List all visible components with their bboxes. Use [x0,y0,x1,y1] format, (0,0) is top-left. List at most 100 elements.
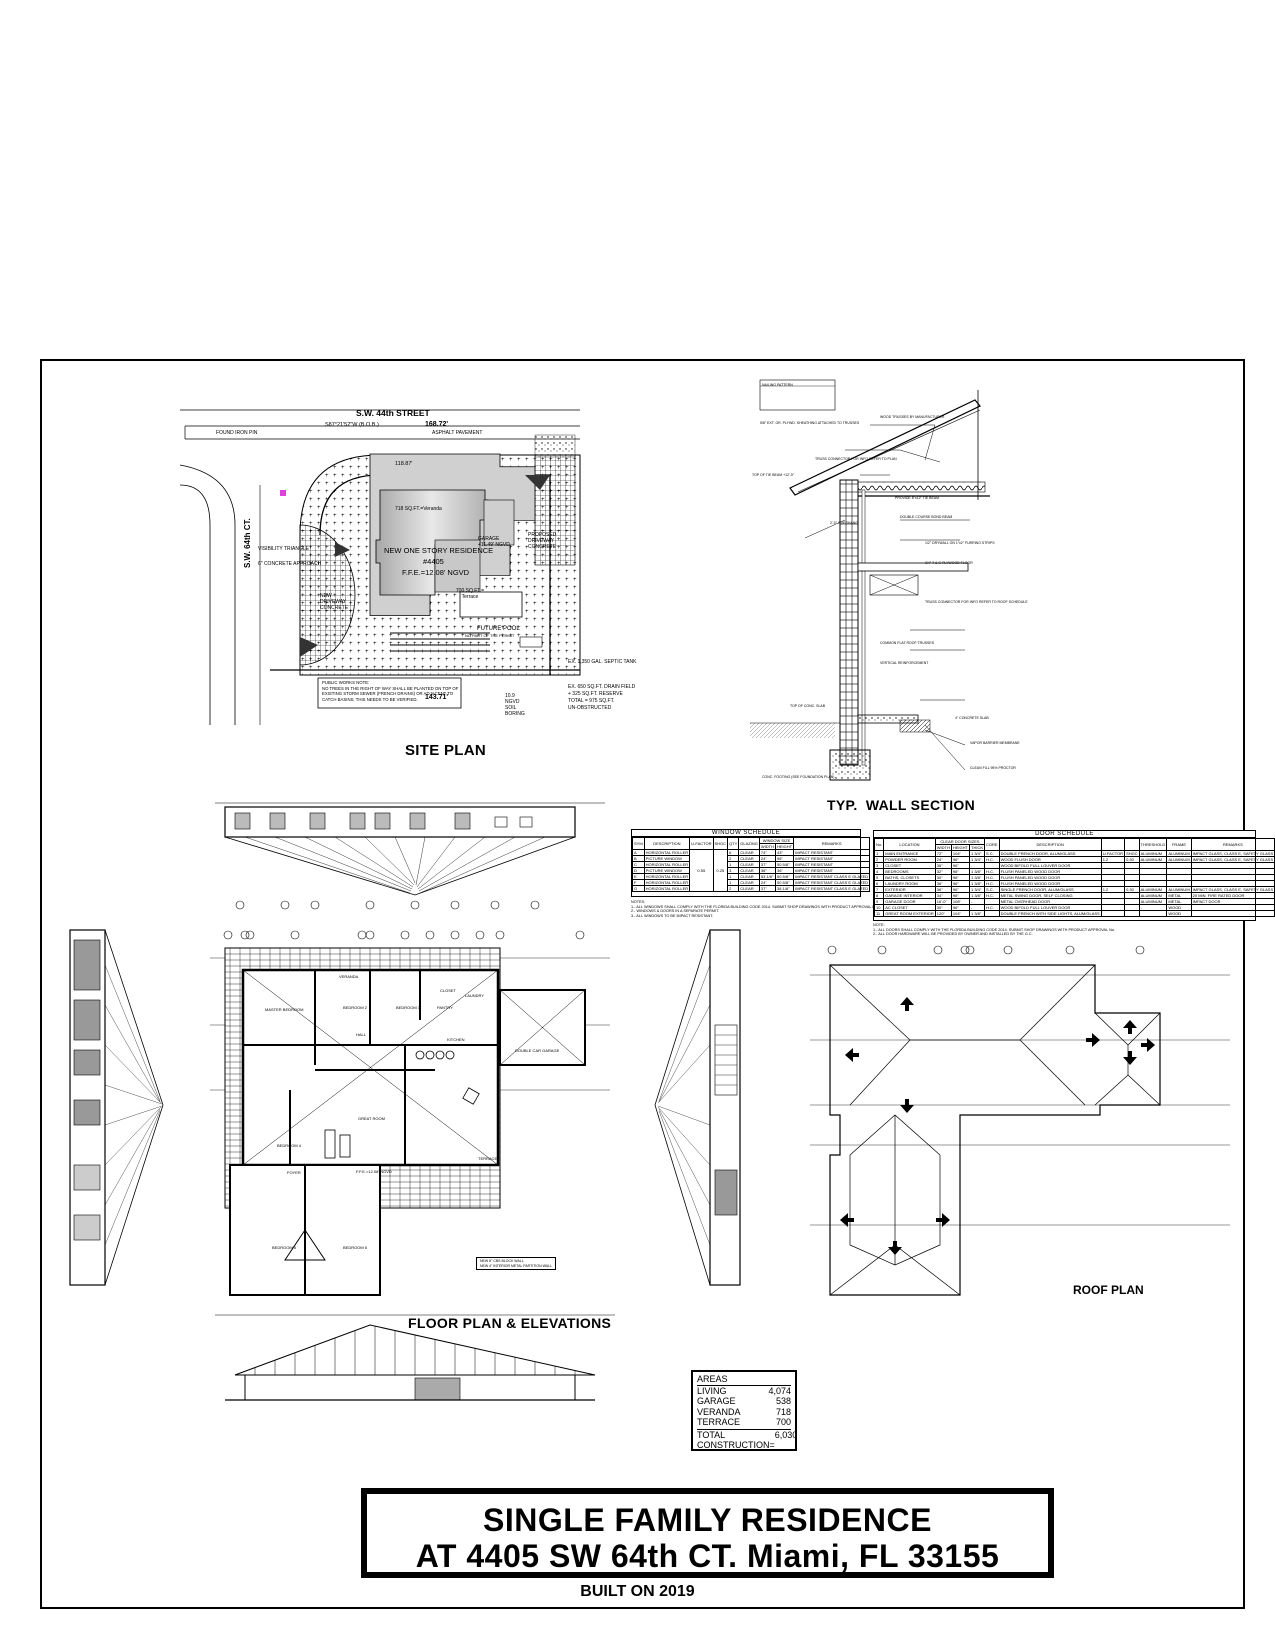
door-schedule-notes: NOTE:1.- ALL DOORS SHALL COMPLY WITH THE… [873,923,1115,937]
site-garage-note: GARAGE +11.49' NGVD [478,536,510,548]
floor-ffe-note: F.F.E.=12.08' NGVD [356,1169,392,1174]
site-visibility-triangle: VISIBILITY TRIANGLE [258,546,309,552]
floor-plan-drawing [210,930,610,1296]
wall-callout: 1/2" DRYWALL ON 1"x2" FURRING STRIPS [925,541,995,545]
title-line-2: AT 4405 SW 64th CT. Miami, FL 33155 [415,1538,1000,1574]
room-terrace: TERRACE [478,1156,498,1161]
site-proposed-driveway: PROPOSED DRIVEWAY CONCRETE [528,532,557,550]
wall-section-title: TYP. WALL SECTION [827,797,976,813]
site-street-west: S.W. 64th CT. [243,518,252,568]
site-veranda-note: 718 SQ.FT.=Veranda [395,506,442,512]
room-great-room: GREAT ROOM [358,1116,385,1121]
site-plan-title: SITE PLAN [405,742,487,759]
site-new-driveway: NEW DRIVEWAY CONCRETE [320,593,349,611]
title-line-1: SINGLE FAMILY RESIDENCE [483,1502,932,1538]
wall-callout: TRUSS CONNECTOR FOR INFO REFER TO ROOF S… [925,600,1028,604]
site-septic: EX. 1,350 GAL. SEPTIC TANK [568,659,637,665]
front-elevation-top [215,802,605,910]
wall-callout: PROVIDE 8"x12" TIE BEAM [895,496,940,500]
room-foyer: FOYER [287,1170,301,1175]
site-pool: FUTURE POOL [477,626,520,632]
wall-callout: WOOD TRUSSES BY MANUFACTURER [880,415,945,419]
areas-total: TOTAL CONSTRUCTION=6,030 [697,1428,798,1450]
site-asphalt: ASPHALT PAVEMENT [432,430,483,436]
right-elevation [654,929,741,1286]
wall-section-drawing [750,379,990,781]
room-kitchen: KITCHEN [447,1037,465,1042]
room-laundry: LAUNDRY [465,993,485,998]
site-pool-sub: NO PART OF THE PERMIT [465,633,515,638]
site-north-length: 168.72' [425,421,449,428]
drawing-sheet-border [40,359,1245,1609]
window-schedule-title: WINDOW SCHEDULE [632,830,860,837]
room-veranda: VERANDA [339,974,359,979]
room-bedroom-5: BEDROOM 5 [272,1245,297,1250]
site-public-works-note: PUBLIC WORKS NOTE: NO TREES IN THE RIGHT… [322,680,459,702]
site-terrace-note: 700 SQ.FT.= Terrace [455,588,485,600]
door-schedule: DOOR SCHEDULE No.LOCATION CLEAR DOOR SIZ… [873,830,1275,921]
room-garage: DOUBLE CAR GARAGE [515,1048,560,1053]
site-drain-unobstructed: UN-OBSTRUCTED [568,705,612,711]
areas-title: AREAS [697,1374,791,1386]
room-pantry: PANTRY [437,1005,453,1010]
site-ffe: F.F.E.=12.08' NGVD [402,568,470,577]
site-drain-total: TOTAL = 975 SQ.FT. [568,698,615,704]
room-bedroom-2: BEDROOM 2 [343,1005,368,1010]
wall-callout: TOP OF TIE BEAM +12'-0" [752,473,795,477]
wall-callout: DOUBLE COURSE BOND BEAM [900,515,953,519]
wall-callout: CLEAN FILL 95% PROCTOR [970,766,1016,770]
site-residence-name: NEW ONE STORY RESIDENCE [384,546,494,555]
wall-callout: 2'-0" OVERHANG [830,521,858,525]
site-soil-boring: 10.9 NGVD SOIL BORING [505,693,525,717]
wall-callout: CONC. FOOTING (SEE FOUNDATION PLAN) [762,775,835,779]
door-schedule-title: DOOR SCHEDULE [874,831,1255,838]
wall-callout: VAPOR BARRIER MEMBRANE [970,741,1020,745]
roof-plan-drawing [810,945,1230,1296]
built-year: BUILT ON 2019 [580,1583,695,1600]
site-south-length: 143.71' [425,694,449,701]
site-drain-reserve: + 325 SQ.FT. RESERVE [568,691,623,697]
wall-callout: TOP OF CONC. SLAB [790,704,826,708]
room-closet: CLOSET [440,988,457,993]
room-bedroom-6: BEDROOM 6 [343,1245,368,1250]
room-hall: HALL [356,1032,367,1037]
wall-nailing-pattern: NAILING PATTERN [762,383,793,387]
wall-callout: 3/4" T & G PLYWOOD FLOOR [925,561,973,565]
site-concrete-approach: 6" CONCRETE APPROACH [258,561,322,567]
site-found-iron-pin: FOUND IRON PIN [216,430,258,436]
site-bearing: S87°21'52"W (B.O.B.) [325,422,379,428]
wall-callout: 4" CONCRETE SLAB [955,716,989,720]
room-master-bedroom: MASTER BEDROOM [265,1007,304,1012]
wall-callout: 5/8" EXT. GR. PLYWD. SHEATHING ATTACHED … [760,421,860,425]
site-drain-field: EX. 650 SQ.FT. DRAIN FIELD [568,684,636,690]
room-bedroom-4: BEDROOM 4 [277,1143,302,1148]
wall-callout: COMMON FLAT ROOF TRUSSES [880,641,935,645]
site-inner-dim: 118.87' [395,461,413,467]
window-schedule-notes: NOTES:1.- ALL WINDOWS SHALL COMPLY WITH … [631,900,880,918]
site-plan-drawing: + [179,409,581,725]
wall-callout: VERTICAL REINFORCEMENT [880,661,929,665]
room-bedroom-3: BEDROOM 3 [396,1005,421,1010]
floor-plan-title: FLOOR PLAN & ELEVATIONS [408,1315,612,1331]
wall-callout: TRUSS CONNECTOR FOR INFO REFER TO PLAN [815,457,897,461]
left-elevation [69,929,164,1286]
site-street-north: S.W. 44th STREET [356,408,430,418]
roof-plan-title: ROOF PLAN [1073,1283,1144,1297]
title-block: SINGLE FAMILY RESIDENCE AT 4405 SW 64th … [361,1488,1054,1578]
